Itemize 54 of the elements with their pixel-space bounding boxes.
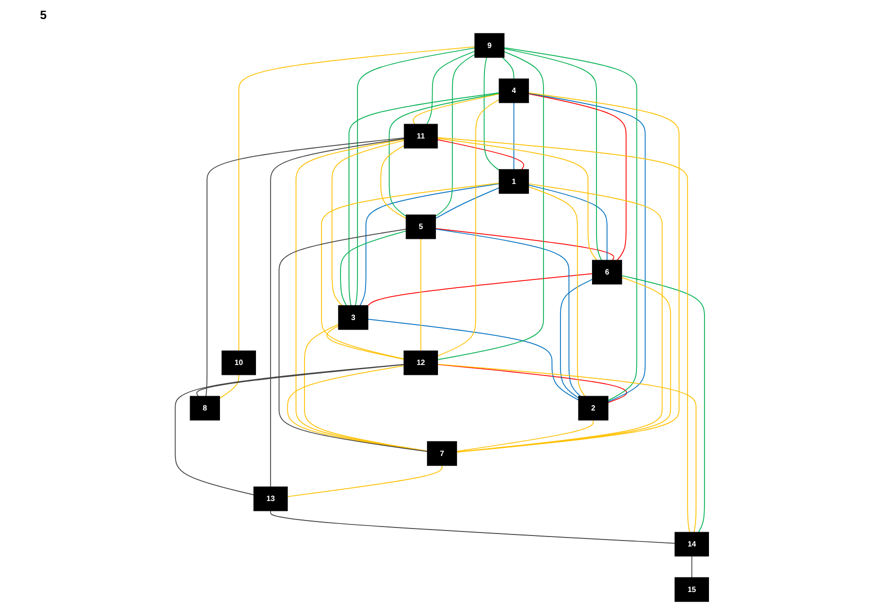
connector [270,138,404,488]
connector [360,183,500,306]
connector [238,46,476,352]
connector [437,51,544,360]
connector [435,228,581,397]
connector [270,510,676,544]
connector [355,48,476,306]
connector [502,57,514,80]
connector [513,102,514,170]
connector [278,228,428,452]
connector [426,50,476,124]
connector [437,138,598,260]
connector [304,324,428,452]
connector [174,364,404,496]
connector [437,137,690,533]
connector [437,99,500,356]
connector [504,48,602,260]
connector [367,273,593,306]
connector [368,318,579,400]
connector [435,54,476,217]
note-text: 5 [40,8,47,22]
connector [206,138,404,397]
connector [380,145,406,219]
connector [287,365,428,452]
connector [420,238,422,352]
connector [456,183,663,452]
connector [691,556,692,578]
connector [456,277,672,452]
connector [296,138,428,452]
connector [456,92,680,453]
connector [326,325,404,360]
connector [484,57,500,171]
connector [437,364,696,533]
connector [528,184,608,260]
connector [560,278,593,398]
connector [435,187,500,219]
connector [321,182,500,360]
connector [528,186,586,397]
connector [287,465,442,498]
connector [412,94,500,124]
connector [504,47,638,401]
connector [219,374,240,399]
connector [528,92,646,402]
connector [437,139,524,170]
connector [437,364,628,404]
connector [435,228,614,260]
connector [348,92,500,306]
connector [621,275,705,533]
connector [528,93,627,260]
connector [388,93,500,217]
connector [196,364,404,397]
connector [456,420,594,452]
connector [340,230,406,306]
connector [332,140,404,306]
